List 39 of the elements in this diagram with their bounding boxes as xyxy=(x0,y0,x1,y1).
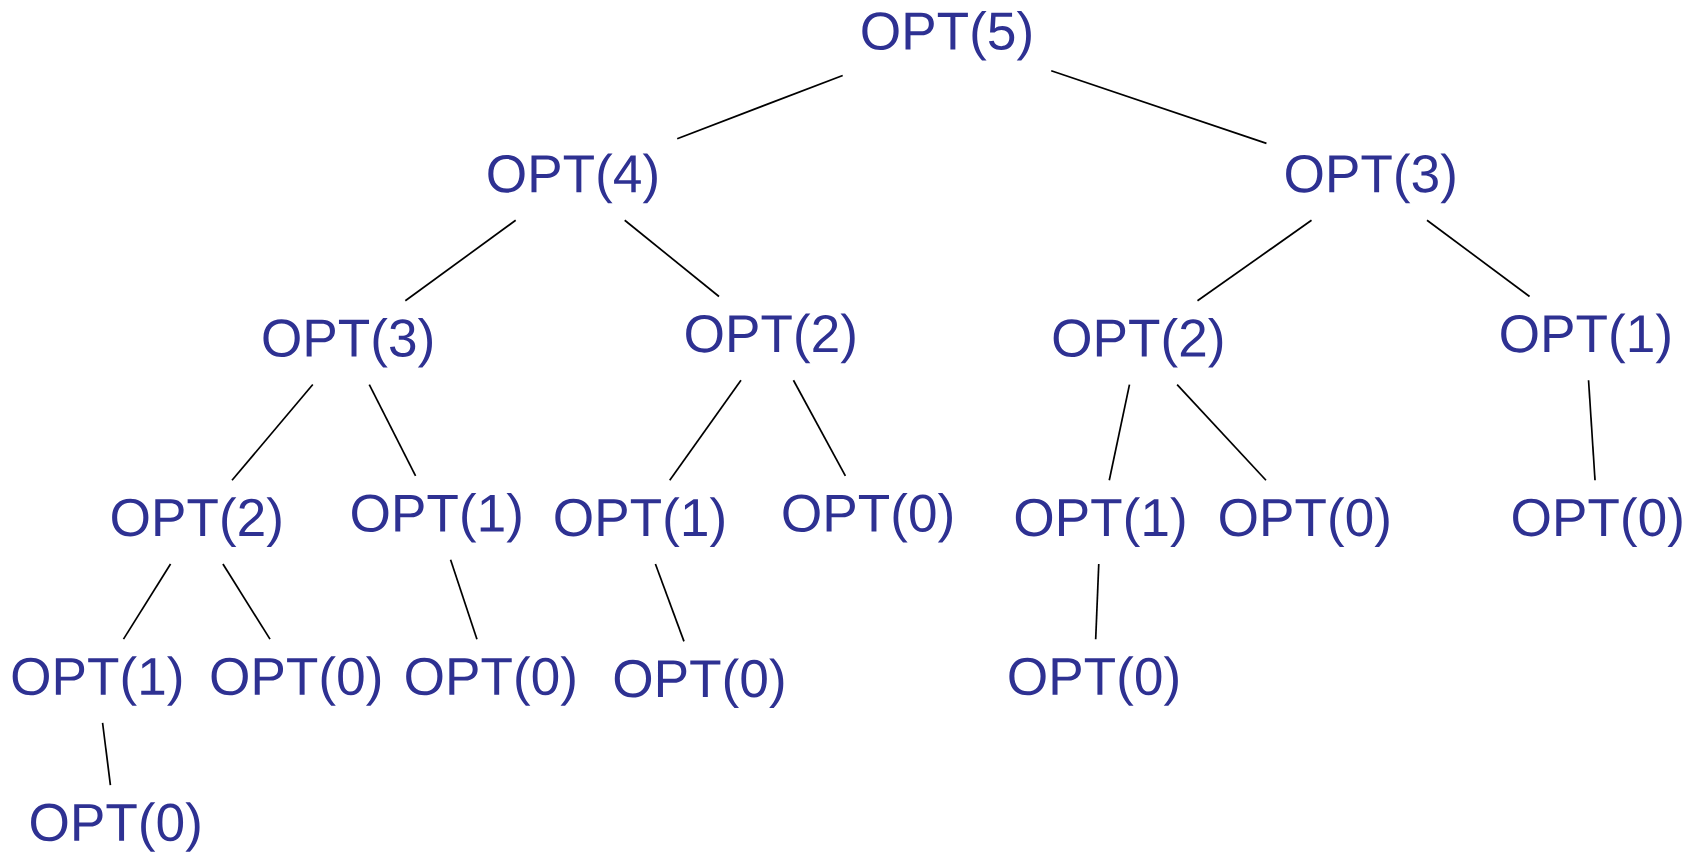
tree-edge xyxy=(654,563,685,643)
tree-edge xyxy=(1094,563,1100,641)
tree-node-label: OPT(0) xyxy=(783,493,952,543)
tree-edge xyxy=(792,379,847,477)
tree-edge xyxy=(404,219,517,302)
tree-edge xyxy=(1587,379,1596,482)
tree-node-label: OPT(1) xyxy=(12,656,182,706)
tree-node-label: OPT(0) xyxy=(1220,497,1389,547)
tree-node-label: OPT(3) xyxy=(1286,153,1455,204)
tree-edge xyxy=(101,722,112,786)
tree-edge xyxy=(122,563,172,641)
tree-edge xyxy=(676,74,844,140)
tree-node-label: OPT(0) xyxy=(1009,656,1178,706)
tree-node-label: OPT(0) xyxy=(614,658,784,709)
tree-node-label: OPT(2) xyxy=(686,313,855,364)
tree-edge xyxy=(449,558,478,641)
tree-edge xyxy=(222,563,271,641)
tree-node-label: OPT(0) xyxy=(211,656,381,706)
tree-node-label: OPT(1) xyxy=(555,497,724,547)
tree-node-label: OPT(1) xyxy=(1015,497,1185,547)
tree-node-label: OPT(0) xyxy=(1513,497,1682,547)
tree-edge xyxy=(1196,219,1313,302)
tree-edge xyxy=(1108,383,1131,482)
tree-edge xyxy=(1050,69,1268,145)
tree-edge xyxy=(368,383,417,477)
tree-edge xyxy=(1426,219,1531,298)
tree-node-label: OPT(5) xyxy=(862,10,1031,61)
tree-node-label: OPT(2) xyxy=(1053,317,1223,368)
tree-node-label: OPT(0) xyxy=(31,802,200,852)
tree-edge xyxy=(623,219,720,298)
tree-edge xyxy=(231,383,314,482)
tree-edge xyxy=(1176,383,1267,482)
tree-node-label: OPT(3) xyxy=(263,317,432,368)
tree-node-label: OPT(1) xyxy=(352,493,521,543)
tree-node-label: OPT(4) xyxy=(488,153,657,204)
tree-node-label: OPT(0) xyxy=(406,656,575,706)
tree-node-label: OPT(1) xyxy=(1501,313,1670,364)
tree-node-label: OPT(2) xyxy=(112,497,281,547)
tree-edge xyxy=(668,379,742,482)
